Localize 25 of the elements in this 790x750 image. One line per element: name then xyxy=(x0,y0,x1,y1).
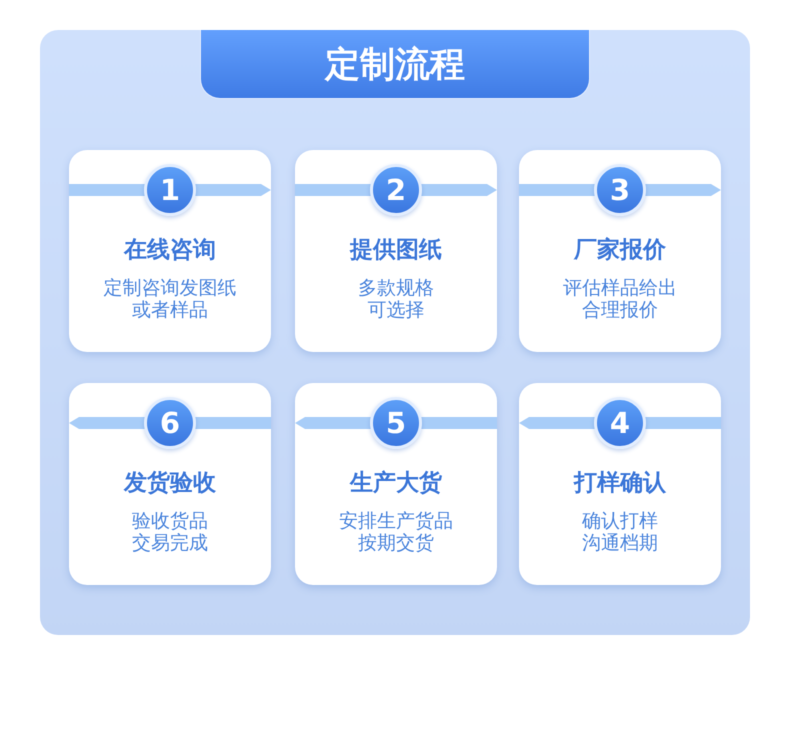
step-title: 生产大货 xyxy=(350,469,442,497)
step-title: 在线咨询 xyxy=(124,236,216,264)
step-card xyxy=(519,150,721,352)
step-card xyxy=(69,383,271,585)
step-description: 定制咨询发图纸或者样品 xyxy=(102,277,238,321)
step-number-circle: 5 xyxy=(370,397,422,449)
step-card xyxy=(295,150,497,352)
step-number-circle: 6 xyxy=(144,397,196,449)
step-number-circle: 1 xyxy=(144,164,196,216)
step-card xyxy=(69,150,271,352)
title: 定制流程 xyxy=(325,44,465,86)
step-description: 确认打样沟通档期 xyxy=(581,510,659,554)
step-number-circle: 4 xyxy=(594,397,646,449)
step-title: 厂家报价 xyxy=(574,236,666,264)
step-description: 多款规格可选择 xyxy=(357,277,435,321)
step-title: 提供图纸 xyxy=(350,236,442,264)
step-title: 发货验收 xyxy=(124,469,216,497)
step-description: 验收货品交易完成 xyxy=(131,510,209,554)
step-description: 安排生产货品按期交货 xyxy=(338,510,454,554)
step-card xyxy=(519,383,721,585)
step-number-circle: 2 xyxy=(370,164,422,216)
step-card xyxy=(295,383,497,585)
step-description: 评估样品给出合理报价 xyxy=(562,277,678,321)
step-number-circle: 3 xyxy=(594,164,646,216)
step-title: 打样确认 xyxy=(574,469,666,497)
